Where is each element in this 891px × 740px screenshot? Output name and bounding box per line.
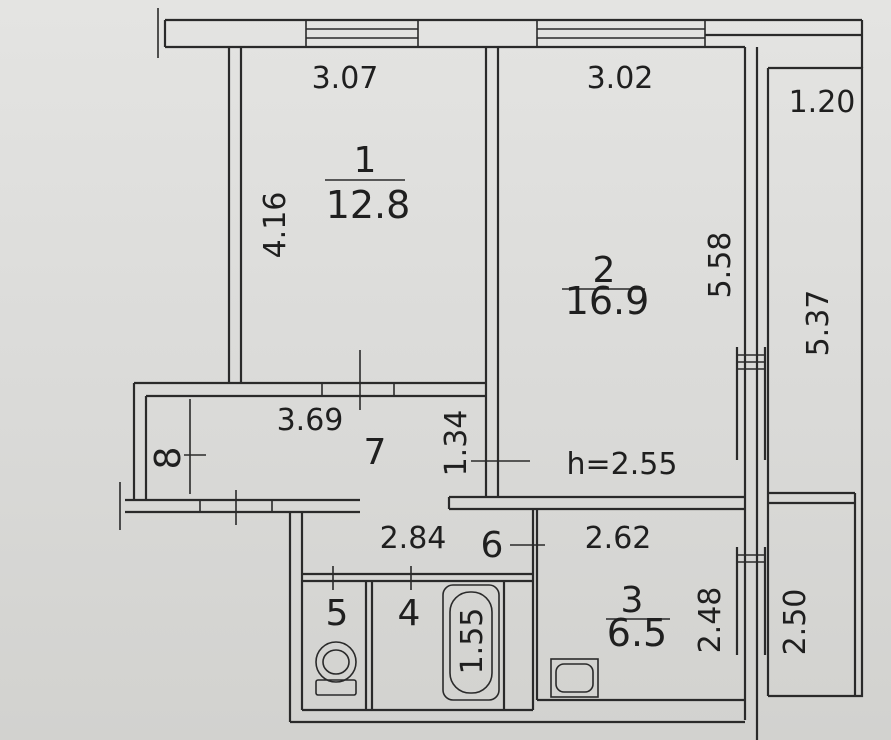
room-2-area: 16.9 bbox=[565, 279, 650, 323]
room-7-height-mark: 1.34 bbox=[439, 410, 474, 477]
top-window-right bbox=[536, 19, 706, 48]
room-6-width-label: 2.84 bbox=[380, 521, 447, 556]
sink-icon bbox=[550, 658, 599, 698]
room-1-area: 12.8 bbox=[326, 183, 411, 227]
room-2-walls bbox=[735, 47, 767, 740]
room-2-width-label: 3.02 bbox=[587, 61, 654, 96]
room-3-number: 3 bbox=[621, 580, 644, 621]
room-7-width-label: 3.69 bbox=[277, 403, 344, 438]
top-window-left bbox=[305, 19, 419, 48]
toilet-icon bbox=[315, 641, 357, 696]
room-4-number: 4 bbox=[398, 593, 421, 634]
room-1-number: 1 bbox=[354, 140, 377, 181]
room-8-number: 8 bbox=[148, 447, 189, 470]
room-1-length-label: 4.16 bbox=[258, 192, 293, 259]
bathtub-icon bbox=[442, 584, 500, 701]
room-3-area: 6.5 bbox=[607, 611, 667, 655]
room-2-length-label: 5.58 bbox=[703, 232, 738, 299]
balcony-length-label: 5.37 bbox=[801, 290, 836, 357]
room-1-width-label: 3.07 bbox=[312, 61, 379, 96]
room-6-number: 6 bbox=[481, 525, 504, 566]
balcony-width-label: 1.20 bbox=[789, 85, 856, 120]
room-1-walls bbox=[227, 47, 500, 497]
room-2-number: 2 bbox=[593, 250, 616, 291]
room-3-width-label: 2.62 bbox=[585, 521, 652, 556]
corridor-walls bbox=[119, 350, 486, 530]
room-7-number: 7 bbox=[364, 432, 387, 473]
dimension-ticks bbox=[184, 399, 545, 546]
room-5-number: 5 bbox=[326, 593, 349, 634]
balcony-outline bbox=[766, 66, 864, 698]
ceiling-height-label: h=2.55 bbox=[567, 447, 678, 482]
room-3-walls bbox=[447, 495, 767, 710]
bathroom-walls bbox=[288, 512, 745, 724]
room-4-length-label: 1.55 bbox=[455, 608, 490, 675]
balcony-length-2-label: 2.50 bbox=[778, 589, 813, 656]
room-3-length-label: 2.48 bbox=[693, 587, 728, 654]
